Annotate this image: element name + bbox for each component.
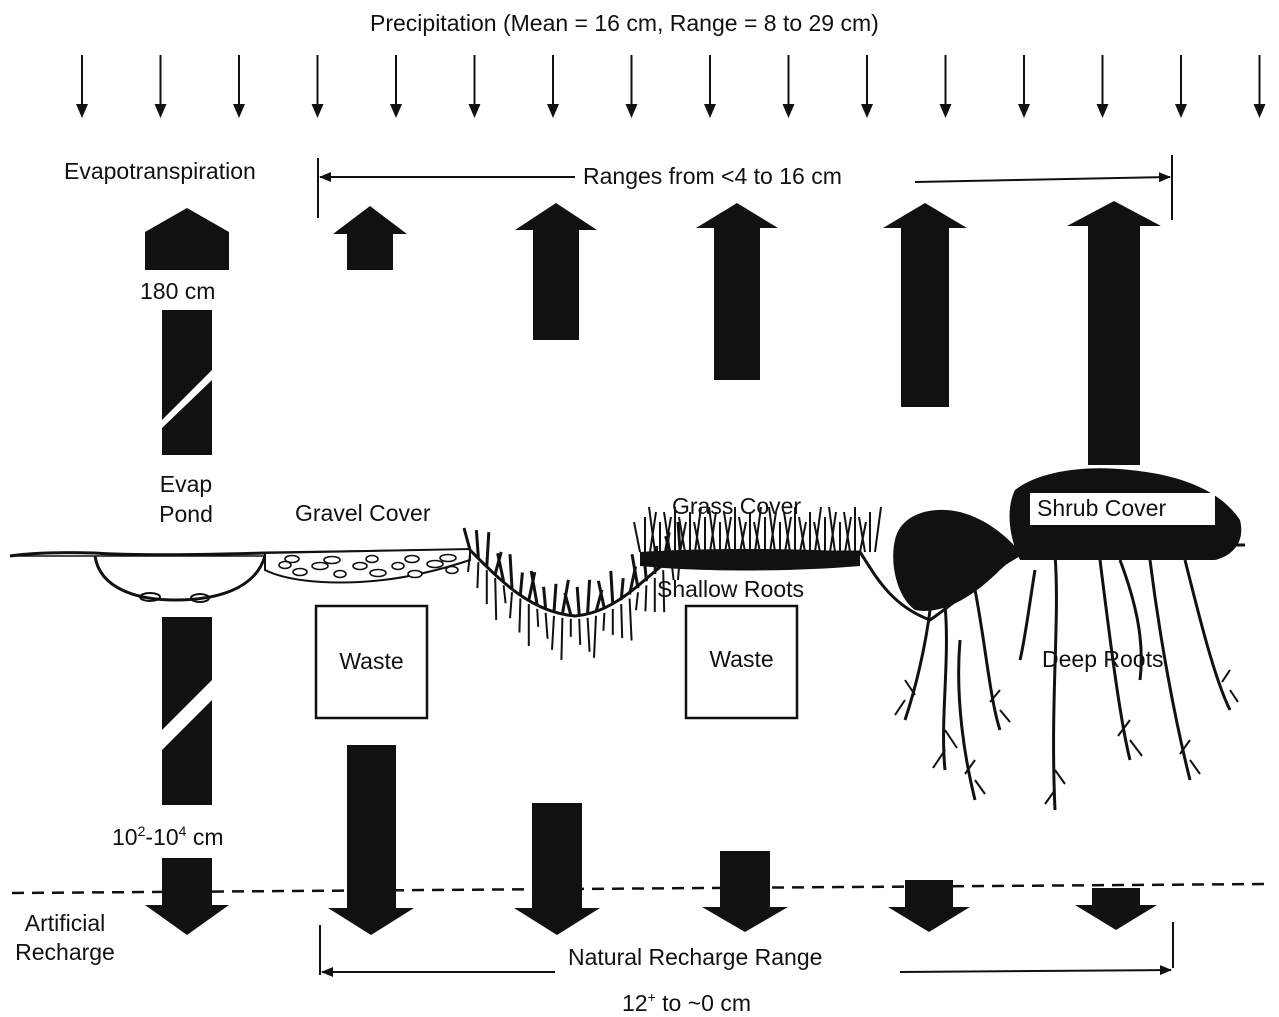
precipitation-arrow xyxy=(312,55,324,118)
et-arrow-shrub xyxy=(1067,201,1161,465)
precipitation-arrow xyxy=(390,55,402,118)
precipitation-arrow xyxy=(1097,55,1109,118)
evapotranspiration-label: Evapotranspiration xyxy=(64,160,256,183)
recharge-arrow-bare xyxy=(514,803,600,935)
precipitation-arrow xyxy=(1018,55,1030,118)
waste-label-right: Waste xyxy=(686,648,797,671)
artificial-recharge-line1: Artificial xyxy=(10,912,120,935)
precipitation-arrow xyxy=(155,55,167,118)
artificial-recharge-line2: Recharge xyxy=(10,941,120,964)
et-range-label: Ranges from <4 to 16 cm xyxy=(583,165,842,188)
precipitation-arrow xyxy=(1175,55,1187,118)
precipitation-arrow xyxy=(1254,55,1266,118)
pond-label-line2: Pond xyxy=(150,503,222,526)
et-arrow-mixed xyxy=(883,203,967,407)
precipitation-arrow xyxy=(76,55,88,118)
et-arrow-gravel xyxy=(333,206,407,270)
pond-basin xyxy=(95,556,265,602)
precipitation-arrow xyxy=(626,55,638,118)
pond-recharge-arrow xyxy=(145,617,229,935)
gravel-cover xyxy=(265,549,470,583)
gravel-cover-label: Gravel Cover xyxy=(295,502,430,525)
et-arrow-bare xyxy=(515,203,597,340)
precipitation-arrow xyxy=(861,55,873,118)
bare-soil-vegetation xyxy=(464,522,680,660)
shrub-cover xyxy=(893,468,1241,611)
waste-label-left: Waste xyxy=(316,650,427,673)
pond-evaporation-arrow xyxy=(145,208,229,455)
precipitation-arrow xyxy=(704,55,716,118)
natural-recharge-label: Natural Recharge Range xyxy=(568,946,822,969)
grass-cover-label: Grass Cover xyxy=(672,495,801,518)
pond-label-line1: Evap xyxy=(150,473,222,496)
pond-et-value: 180 cm xyxy=(140,280,215,303)
deep-roots-label: Deep Roots xyxy=(1042,648,1163,671)
et-arrow-grass xyxy=(696,203,778,380)
precipitation-arrow xyxy=(469,55,481,118)
recharge-arrow-gravel xyxy=(328,745,414,935)
precipitation-arrows xyxy=(76,55,1266,118)
pond-recharge-value: 102-104 cm xyxy=(112,826,224,849)
recharge-arrow-grass xyxy=(702,851,788,932)
recharge-arrow-shrub xyxy=(1075,888,1157,930)
precipitation-arrow xyxy=(940,55,952,118)
shallow-roots-label: Shallow Roots xyxy=(657,578,804,601)
precipitation-label: Precipitation (Mean = 16 cm, Range = 8 t… xyxy=(370,12,879,35)
natural-recharge-value: 12+ to ~0 cm xyxy=(622,992,751,1015)
shrub-cover-label: Shrub Cover xyxy=(1037,497,1166,520)
precipitation-arrow xyxy=(233,55,245,118)
precipitation-arrow xyxy=(783,55,795,118)
precipitation-arrow xyxy=(547,55,559,118)
